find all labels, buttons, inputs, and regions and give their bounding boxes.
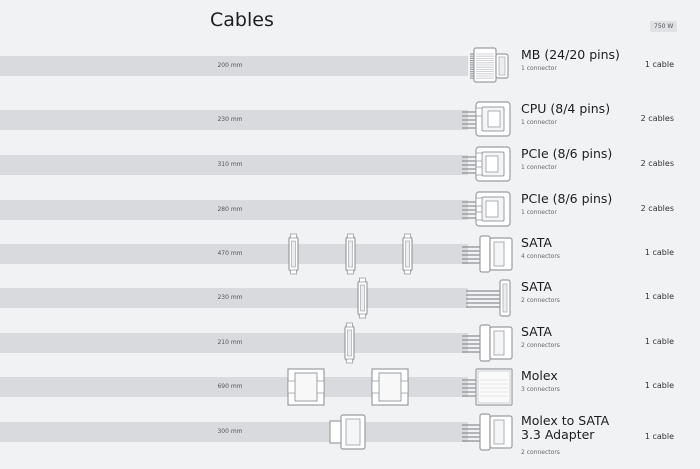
- sata-end-end-connector-icon: [462, 324, 513, 362]
- cable-length: 230 mm: [217, 294, 243, 301]
- cable-bar: [0, 288, 468, 308]
- cable-quantity: 1 cable: [644, 292, 674, 301]
- cable-row: 690 mm Molex 3 connectors 1 cable: [0, 365, 700, 409]
- cable-length: 300 mm: [217, 428, 243, 435]
- molex-connector-icon: [287, 368, 325, 406]
- pcie-end-connector-icon: [462, 191, 511, 227]
- connector-count: 1 connector: [521, 119, 557, 126]
- cable-quantity: 1 cable: [644, 337, 674, 346]
- cable-bar: [0, 377, 468, 397]
- connector-count: 4 connectors: [521, 253, 560, 260]
- cable-row: 280 mm PCIe (8/6 pins) 1 connector 2 cables: [0, 188, 700, 232]
- connector-count: 2 connectors: [521, 449, 560, 456]
- sata-connector-icon: [344, 233, 356, 275]
- cable-row: 210 mm SATA 2 connectors 1 cable: [0, 321, 700, 365]
- connector-count: 2 connectors: [521, 342, 560, 349]
- sata-end-end-connector-icon: [462, 235, 513, 273]
- sata-connector-icon: [287, 233, 299, 275]
- cable-quantity: 2 cables: [640, 159, 674, 168]
- cable-quantity: 1 cable: [644, 60, 674, 69]
- cable-name: CPU (8/4 pins): [521, 101, 611, 116]
- molex-connector-icon: [328, 414, 366, 450]
- cable-quantity: 2 cables: [640, 204, 674, 213]
- cable-name: MB (24/20 pins): [521, 47, 620, 62]
- cable-name: SATA: [521, 324, 552, 339]
- molex-end-end-connector-icon: [462, 368, 513, 406]
- cable-row: 470 mm SATA 4 connectors 1 cable: [0, 232, 700, 276]
- cable-row: 310 mm PCIe (8/6 pins) 1 connector 2 cables: [0, 143, 700, 187]
- connector-count: 1 connector: [521, 164, 557, 171]
- cable-quantity: 2 cables: [640, 114, 674, 123]
- sata-end-end-connector-icon: [462, 413, 513, 451]
- cable-name: Molex: [521, 368, 558, 383]
- cable-bar: [0, 200, 468, 220]
- mb-end-connector-icon: [470, 47, 509, 83]
- cable-length: 230 mm: [217, 116, 243, 123]
- cable-row: 230 mm SATA 2 connectors 1 cable: [0, 276, 700, 320]
- cable-bar: [0, 56, 468, 76]
- sata-connector-icon: [356, 277, 368, 319]
- cable-length: 210 mm: [217, 339, 243, 346]
- cable-length: 310 mm: [217, 161, 243, 168]
- connector-count: 3 connectors: [521, 386, 560, 393]
- cable-name: PCIe (8/6 pins): [521, 191, 613, 206]
- page-title: Cables: [210, 9, 274, 31]
- cable-length: 200 mm: [217, 62, 243, 69]
- cable-bar: [0, 155, 468, 175]
- cable-quantity: 1 cable: [644, 248, 674, 257]
- cable-name: SATA: [521, 279, 552, 294]
- cable-name: Molex to SATA 3.3 Adapter: [521, 413, 610, 442]
- connector-count: 1 connector: [521, 209, 557, 216]
- cable-length: 280 mm: [217, 206, 243, 213]
- connector-count: 1 connector: [521, 65, 557, 72]
- pcie-end-connector-icon: [462, 146, 511, 182]
- cable-row: 200 mm MB (24/20 pins) 1 connector 1 cable: [0, 44, 700, 88]
- cable-row: 300 mm Molex to SATA 3.3 Adapter 2 connect…: [0, 410, 700, 456]
- cable-bar: [0, 110, 468, 130]
- sata-slim-end-connector-icon: [466, 279, 511, 317]
- cable-quantity: 1 cable: [644, 432, 674, 441]
- molex-connector-icon: [371, 368, 409, 406]
- cable-quantity: 1 cable: [644, 381, 674, 390]
- eps-end-connector-icon: [462, 101, 511, 137]
- cable-length: 470 mm: [217, 250, 243, 257]
- cable-name: PCIe (8/6 pins): [521, 146, 613, 161]
- sata-connector-icon: [343, 322, 355, 364]
- sata-connector-icon: [401, 233, 413, 275]
- wattage-badge: 750 W: [650, 21, 678, 32]
- cable-name: SATA: [521, 235, 552, 250]
- cable-length: 690 mm: [217, 383, 243, 390]
- cable-row: 230 mm CPU (8/4 pins) 1 connector 2 cables: [0, 98, 700, 142]
- connector-count: 2 connectors: [521, 297, 560, 304]
